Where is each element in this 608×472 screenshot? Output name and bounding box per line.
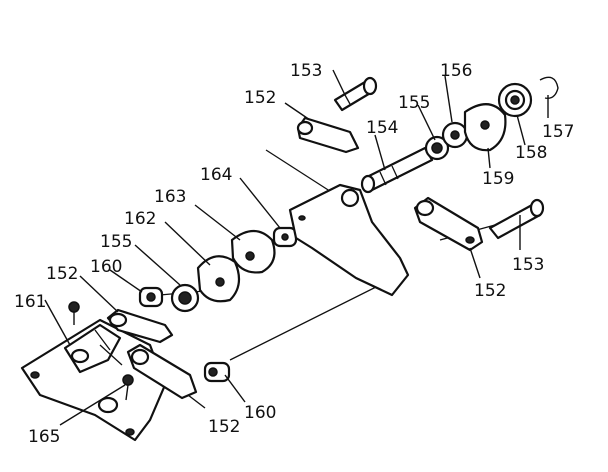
callout-156: 156	[440, 61, 472, 81]
callout-158: 158	[515, 143, 547, 163]
lever-152-left	[106, 308, 174, 344]
callout-155-left: 155	[100, 232, 132, 252]
callout-161: 161	[14, 292, 46, 312]
leader-lines	[44, 69, 549, 426]
callout-152-bottom: 152	[208, 417, 240, 437]
shaft-154	[360, 146, 434, 194]
cam-162	[196, 255, 241, 303]
bearing-155-top	[424, 135, 450, 161]
screw-165-a	[68, 301, 80, 325]
callout-152-left: 152	[46, 264, 78, 284]
collar-164	[272, 226, 298, 248]
callout-165: 165	[28, 427, 60, 447]
callout-162: 162	[124, 209, 156, 229]
callout-153-top: 153	[290, 61, 322, 81]
callout-152-top: 152	[244, 88, 276, 108]
pin-153-top	[333, 76, 378, 112]
washer-156	[441, 121, 469, 149]
bushing-160-left	[138, 286, 164, 308]
screw-165-b	[122, 374, 134, 401]
callout-160-left: 160	[90, 257, 122, 277]
callout-153-right: 153	[512, 255, 544, 275]
callout-159: 159	[482, 169, 514, 189]
bearing-155-left	[170, 283, 200, 313]
lever-152-top	[296, 116, 360, 154]
lever-152-bottom	[126, 343, 198, 400]
cam-163	[230, 229, 276, 274]
center-frame-bracket	[288, 183, 410, 297]
callout-152-right: 152	[474, 281, 506, 301]
callout-160-bottom: 160	[244, 403, 276, 423]
gear-159	[463, 103, 507, 152]
pin-153-right	[488, 198, 545, 240]
callout-157: 157	[542, 122, 574, 142]
lever-152-right	[413, 196, 484, 252]
callout-155-top: 155	[398, 93, 430, 113]
pulley-158	[497, 82, 533, 118]
clip-157	[539, 76, 559, 99]
callout-163: 163	[154, 187, 186, 207]
callout-labels: 153 152 155 156 154 157 158 159 164 163 …	[14, 61, 574, 447]
callout-164: 164	[200, 165, 232, 185]
callout-154: 154	[366, 118, 398, 138]
bushing-160-bottom	[203, 361, 231, 383]
